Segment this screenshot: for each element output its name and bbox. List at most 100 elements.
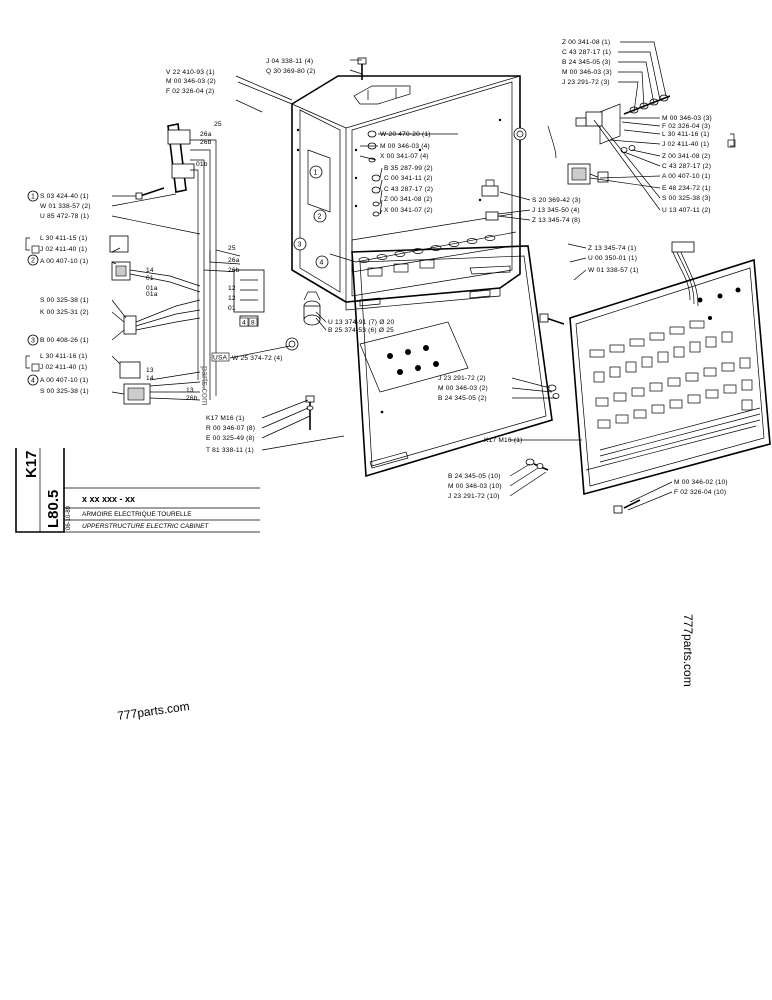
watermark-left: 777parts.com (116, 699, 190, 723)
usa-badge: USA (213, 355, 228, 362)
wire-6: 26b (228, 267, 240, 274)
label-cb-0: U 13 374-91 (7) Ø 20 (328, 319, 394, 326)
top-right-hardware (513, 94, 671, 185)
label-rm-2: L 30 411-16 (1) (662, 131, 709, 138)
label-cr-0: S 20 369-42 (3) (532, 197, 581, 204)
label-pb-0: K17 M16 (1) (484, 437, 522, 444)
label-br-1: F 02 326-04 (10) (674, 489, 726, 496)
wire-3: 01b (196, 161, 208, 168)
watermark-center: parts.com (200, 366, 210, 406)
callout-4: 4 (320, 260, 324, 267)
sheet-code: K17 (23, 450, 40, 478)
wire-15: 26b (186, 395, 198, 402)
callout-1: 1 (314, 170, 318, 177)
label-in-3: B 35 287-99 (2) (384, 165, 433, 172)
label-bl-2: E 00 325-49 (8) (206, 435, 255, 442)
bracket-marks (25, 133, 736, 372)
label-bl-3: T 81 338-11 (1) (206, 447, 254, 454)
label-tr-4: J 23 291-72 (3) (562, 79, 610, 86)
sheet-title-en: UPPERSTRUCTURE ELECTRIC CABINET (82, 523, 209, 530)
leader-lines (111, 41, 673, 511)
pcb-board (525, 241, 771, 514)
label-tr-2: B 24 345-05 (3) (562, 59, 611, 66)
label-rm-1: F 02 326-04 (3) (662, 123, 710, 130)
wire-16: 01a (146, 285, 158, 292)
label-tl-0: V 22 410-93 (1) (166, 69, 215, 76)
label-pm-0: J 23 291-72 (2) (438, 375, 486, 382)
label-lb-1: J 02 411-40 (1) (40, 364, 87, 371)
left-wiring-harness (109, 123, 265, 405)
label-cr-1: J 13 345-50 (4) (532, 207, 580, 214)
label-lt-1: W 01 338-57 (2) (40, 203, 91, 210)
wire-9: 12 (228, 295, 236, 302)
label-in-0: W 20 470-20 (1) (380, 131, 431, 138)
label-in-7: X 00 341-07 (2) (384, 207, 433, 214)
label-lm-0: L 30 411-15 (1) (40, 235, 87, 242)
label-lm-4: K 00 325-31 (2) (40, 309, 89, 316)
label-rm-5: C 43 287-17 (2) (662, 163, 711, 170)
label-tl-1: M 00 346-03 (2) (166, 78, 216, 85)
label-cb-2: W 25 374-72 (4) (232, 355, 283, 362)
label-pt-2: W 01 338-57 (1) (588, 267, 639, 274)
label-lb-3: S 00 325-38 (1) (40, 388, 89, 395)
label-lm-1: J 02 411-40 (1) (40, 246, 87, 253)
label-pm-2: B 24 345-05 (2) (438, 395, 487, 402)
cabinet-door (351, 245, 553, 478)
sheet-part-no: x xx xxx - xx (82, 494, 135, 504)
wire-17: 01a (146, 291, 158, 298)
wire-14: 13 (186, 387, 194, 394)
label-tl-2: F 02 326-04 (2) (166, 88, 214, 95)
wire-0: 25 (214, 121, 222, 128)
label-pm-1: M 00 346-03 (2) (438, 385, 488, 392)
label-rm-4: Z 00 341-08 (2) (662, 153, 710, 160)
label-b-2: J 23 291-72 (10) (448, 493, 500, 500)
wire-2: 26b (200, 139, 212, 146)
relay-box-8: 8 (251, 320, 255, 327)
label-tr-1: C 43 287-17 (1) (562, 49, 611, 56)
label-bl-1: R 00 346-07 (8) (206, 425, 255, 432)
label-lm-2: A 00 407-10 (1) (40, 258, 88, 265)
callout-circles: 1 2 3 4 1 2 3 4 (27, 165, 329, 386)
wire-4: 25 (228, 245, 236, 252)
label-tr-0: Z 00 341-08 (1) (562, 39, 610, 46)
label-pt-0: Z 13 345-74 (1) (588, 245, 636, 252)
watermarks: 777parts.com 777parts.com parts.com (116, 366, 695, 723)
label-b-1: M 00 346-03 (10) (448, 483, 502, 490)
callout-3-left: 3 (31, 338, 35, 345)
inner-components (285, 130, 499, 430)
label-tc-1: Q 30 369-80 (2) (266, 68, 316, 75)
wire-10: 13 (146, 367, 154, 374)
label-lt-2: U 85 472-78 (1) (40, 213, 89, 220)
wire-1: 26a (200, 131, 212, 138)
relay-box-4: 4 (242, 320, 246, 327)
label-cr-2: Z 13 345-74 (8) (532, 217, 580, 224)
wire-13: 12 (228, 285, 236, 292)
label-lm-3: S 00 325-38 (1) (40, 297, 89, 304)
wire-12: 01 (228, 305, 236, 312)
label-rm-8: S 00 325-38 (3) (662, 195, 711, 202)
label-br-0: M 00 346-02 (10) (674, 479, 728, 486)
label-rm-0: M 00 346-03 (3) (662, 115, 712, 122)
label-lm-5: B 00 408-26 (1) (40, 337, 89, 344)
wire-8: 01 (146, 275, 154, 282)
label-rm-7: E 48 234-72 (1) (662, 185, 711, 192)
label-rm-9: U 13 407-11 (2) (662, 207, 711, 214)
wire-5: 26a (228, 257, 240, 264)
callout-4-left: 4 (31, 378, 35, 385)
label-b-0: B 24 345-05 (10) (448, 473, 501, 480)
label-rm-6: A 00 407-10 (1) (662, 173, 710, 180)
title-block: K17 L80.5 06-10-89 x xx xxx - xx ARMOIRE… (15, 448, 260, 533)
part-labels: V 22 410-93 (1) M 00 346-03 (2) F 02 326… (40, 39, 728, 500)
label-tr-3: M 00 346-03 (3) (562, 69, 612, 76)
label-tc-0: J 04 338-11 (4) (266, 58, 313, 65)
sheet-sub-code: L80.5 (45, 490, 62, 528)
wire-11: 14 (146, 375, 154, 382)
callout-3: 3 (298, 242, 302, 249)
sheet-title-fr: ARMOIRE ELECTRIQUE TOURELLE (82, 511, 192, 518)
callout-2-left: 2 (31, 258, 35, 265)
label-lb-0: L 30 411-16 (1) (40, 353, 87, 360)
sheet-date: 06-10-89 (66, 505, 72, 530)
label-in-6: Z 00 341-08 (2) (384, 196, 432, 203)
label-cb-1: B 25 374-53 (6) Ø 25 (328, 327, 394, 334)
label-lb-2: A 00 407-10 (1) (40, 377, 88, 384)
